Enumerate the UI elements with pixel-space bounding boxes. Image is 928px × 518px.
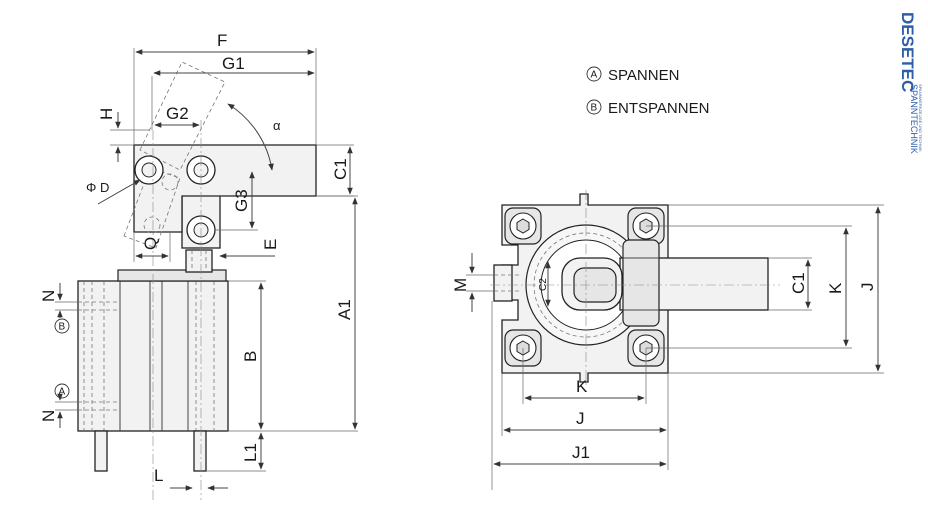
legend-item-entspannen: B ENTSPANNEN [586,99,709,117]
dim-Q: Q [141,237,160,250]
dim-E: E [261,239,280,250]
dim-J-vertical: J [858,283,877,292]
dim-F: F [217,31,227,50]
legend-symbol-b: B [591,103,598,114]
brand-name: DESETEC [898,12,917,92]
pin-right [193,430,207,472]
port-A-marker: A [54,383,70,399]
port-nub [493,264,513,302]
dim-K: K [576,377,588,396]
dim-H: H [97,108,116,120]
dim-phiD: Φ D [86,180,109,195]
dim-J: J [576,409,585,428]
port-B-marker: B [54,318,70,334]
legend: A SPANNEN B ENTSPANNEN [586,66,709,117]
dim-G1: G1 [222,54,245,73]
brand-tagline: SPANNWERKZEUGE UND TECHNIK [918,84,923,152]
legend-label-spannen: SPANNEN [608,67,679,84]
pivot-top-left [134,155,164,185]
dim-L1: L1 [241,443,260,462]
dim-K-vertical: K [826,282,845,294]
dim-C1-right: C1 [789,272,808,294]
dim-G3: G3 [232,189,251,212]
dim-N-top: N [39,290,58,302]
clamp-arm [133,144,317,233]
arm-hub [622,239,660,327]
brand-logo: DESETEC SPANNTECHNIK SPANNWERKZEUGE UND … [898,12,923,154]
dim-B: B [241,351,260,362]
pin-left [94,430,108,472]
neck [185,249,213,273]
port-A-label: A [59,387,66,398]
dim-L: L [154,466,163,485]
legend-symbol-a: A [591,70,598,81]
dim-C1-left: C1 [331,158,350,180]
top-view: M C2 C1 K J K J J1 [451,190,884,490]
dim-J1: J1 [572,443,590,462]
port-B-label: B [59,322,66,333]
dim-A1: A1 [335,299,354,320]
side-view: F G1 G2 H α C1 G3 Φ D Q E [39,31,358,500]
dim-M: M [451,278,470,292]
dim-G2: G2 [166,104,189,123]
legend-label-entspannen: ENTSPANNEN [608,100,709,117]
dim-N-bottom: N [39,410,58,422]
screw-tl [509,212,537,240]
brand-subtitle: SPANNTECHNIK [909,84,919,154]
dim-C2: C2 [538,278,549,291]
legend-item-spannen: A SPANNEN [586,66,679,84]
dim-alpha: α [273,118,281,133]
top-plate [117,269,227,282]
